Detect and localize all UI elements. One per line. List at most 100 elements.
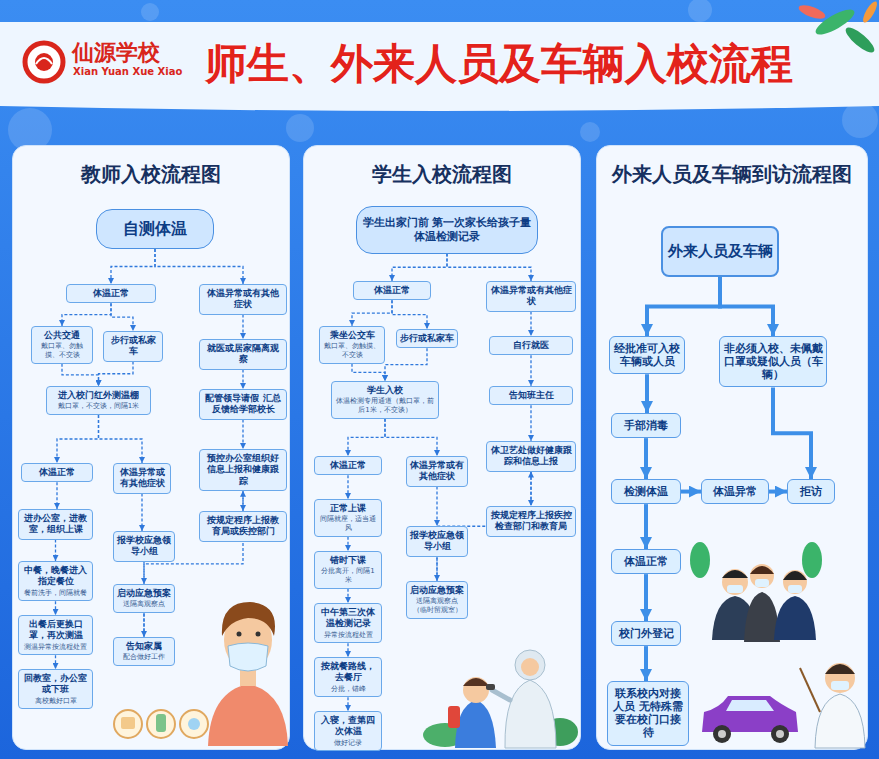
node-note: 异常按流程处置 [318, 631, 378, 640]
visitor-group [690, 542, 710, 578]
flow-arrow [645, 374, 649, 413]
flow-arrow [392, 254, 447, 282]
leaf-decoration [797, 3, 827, 22]
node-label: 体温异常或有其他症状 [203, 288, 283, 311]
process-box: 错时下课分批离开，间隔1米 [314, 551, 382, 589]
kid-and-doctor [423, 723, 467, 747]
process-box: 体温异常或有其他症状 [199, 284, 287, 315]
kid-and-doctor [505, 680, 556, 748]
kid-and-doctor [423, 650, 578, 748]
visitor-group [802, 542, 822, 578]
process-box: 报学校应急领导小组 [406, 526, 468, 557]
node-label: 报学校应急领导小组 [410, 530, 464, 553]
flow-arrow [352, 364, 385, 381]
panel-heading: 学生入校流程图 [304, 146, 580, 187]
node-label: 体卫艺处做好健康跟踪和信息上报 [490, 445, 572, 468]
guide-figure [825, 663, 855, 693]
node-label: 非必须入校、未佩戴口罩或疑似人员（车辆） [723, 342, 823, 381]
school-logo [25, 43, 63, 81]
flow-arrow [57, 415, 99, 463]
node-label: 体温正常 [25, 467, 89, 478]
node-label: 体温异常 [705, 485, 765, 498]
visitor-group [690, 542, 822, 642]
flow-arrow [111, 249, 155, 284]
node-label: 按规定程序上报教育局或疾控部门 [203, 515, 283, 538]
node-label: 进办公室，进教室，组织上课 [22, 513, 89, 536]
guide-figure [800, 668, 820, 712]
flow-arrow [644, 646, 648, 681]
node-note: 分批，错峰 [318, 685, 378, 694]
process-box: 步行或私家车 [103, 331, 163, 362]
process-box: 正常上课间隔就座，适当通风 [314, 499, 382, 537]
hygiene-icon [188, 718, 200, 730]
node-label: 步行或私家车 [107, 335, 159, 358]
start-box: 学生出家门前 第一次家长给孩子量体温检测记录 [356, 206, 538, 254]
flow-arrow [143, 562, 144, 585]
hygiene-icon [121, 717, 135, 729]
process-box: 拒访 [787, 479, 835, 504]
process-box: 回教室，办公室或下班离校戴好口罩 [18, 669, 93, 709]
node-label: 校门外登记 [615, 627, 677, 640]
process-box: 体温异常或有其他症状 [486, 281, 576, 312]
flow-arrow [644, 504, 648, 549]
hygiene-icon [180, 710, 208, 738]
node-note: 送隔离观察点（临时留观室） [410, 597, 464, 615]
node-note: 戴口罩，不交谈，间隔1米 [50, 402, 147, 411]
car [713, 725, 731, 743]
flow-arrow [720, 277, 773, 336]
process-box: 自行就医 [489, 336, 573, 355]
node-label: 手部消毒 [615, 419, 677, 432]
school-logo [36, 58, 52, 64]
teacher-figure [224, 610, 272, 670]
process-box: 进入校门红外测温棚戴口罩，不交谈，间隔1米 [46, 386, 151, 415]
node-label: 学生出家门前 第一次家长给孩子量体温检测记录 [361, 216, 533, 244]
flow-arrow [530, 312, 531, 337]
process-box: 学生入校体温检测专用通道（戴口罩，前后1米，不交谈） [331, 381, 439, 419]
flow-arrow [55, 540, 56, 562]
teacher-figure [208, 602, 288, 746]
car [776, 730, 784, 738]
node-label: 乘坐公交车 [323, 330, 381, 341]
node-label: 体温异常或有其他症状 [490, 285, 572, 308]
flow-arrow [99, 415, 143, 463]
node-label: 自测体温 [101, 219, 209, 239]
flow-panel: 学生入校流程图学生出家门前 第一次家长给孩子量体温检测记录体温正常体温异常或有其… [303, 145, 581, 750]
hygiene-icon [114, 710, 142, 738]
node-note: 离校戴好口罩 [22, 697, 89, 706]
process-box: 入寝，查第四次体温做好记录 [314, 711, 382, 751]
flow-arrow [55, 655, 56, 669]
school-logo [35, 53, 53, 71]
visitor-group [750, 564, 774, 588]
process-box: 配管领导请假 汇总反馈给学部校长 [199, 389, 287, 420]
node-label: 外来人员及车辆 [667, 242, 773, 261]
process-box: 中餐，晚餐进入指定餐位餐前洗手，间隔就餐 [18, 561, 93, 601]
guide-figure [815, 694, 865, 748]
process-box: 进办公室，进教室，组织上课 [18, 509, 93, 540]
process-box: 体温异常或有其他症状 [113, 463, 171, 494]
visitor-group [712, 596, 758, 640]
process-box: 告知家属配合做好工作 [113, 637, 175, 666]
process-box: 体温异常或有其他症状 [406, 456, 468, 487]
process-box: 告知班主任 [489, 386, 573, 405]
bubble [141, 3, 159, 21]
teacher-figure [237, 632, 242, 637]
process-box: 乘坐公交车戴口罩、勿触摸、不交谈 [319, 326, 385, 364]
flow-arrow [143, 613, 144, 637]
flow-arrow [530, 472, 531, 507]
node-label: 报学校应急领导小组 [117, 535, 171, 558]
process-box: 步行或私家车 [396, 329, 458, 348]
visitor-group [774, 596, 816, 640]
visitor-group [783, 571, 807, 580]
node-label: 配管领导请假 汇总反馈给学部校长 [203, 393, 283, 416]
process-box: 公共交通戴口罩、勿触摸、不交谈 [31, 326, 93, 364]
visitor-group [744, 592, 780, 642]
car [726, 700, 774, 711]
bubble [286, 114, 314, 142]
node-label: 体温正常 [70, 288, 152, 299]
node-label: 学生入校 [335, 385, 435, 396]
process-box: 启动应急预案送隔离观察点（临时留观室） [406, 581, 468, 619]
title-band [0, 22, 879, 111]
flow-arrow [62, 303, 111, 326]
flow-arrow [644, 438, 648, 479]
